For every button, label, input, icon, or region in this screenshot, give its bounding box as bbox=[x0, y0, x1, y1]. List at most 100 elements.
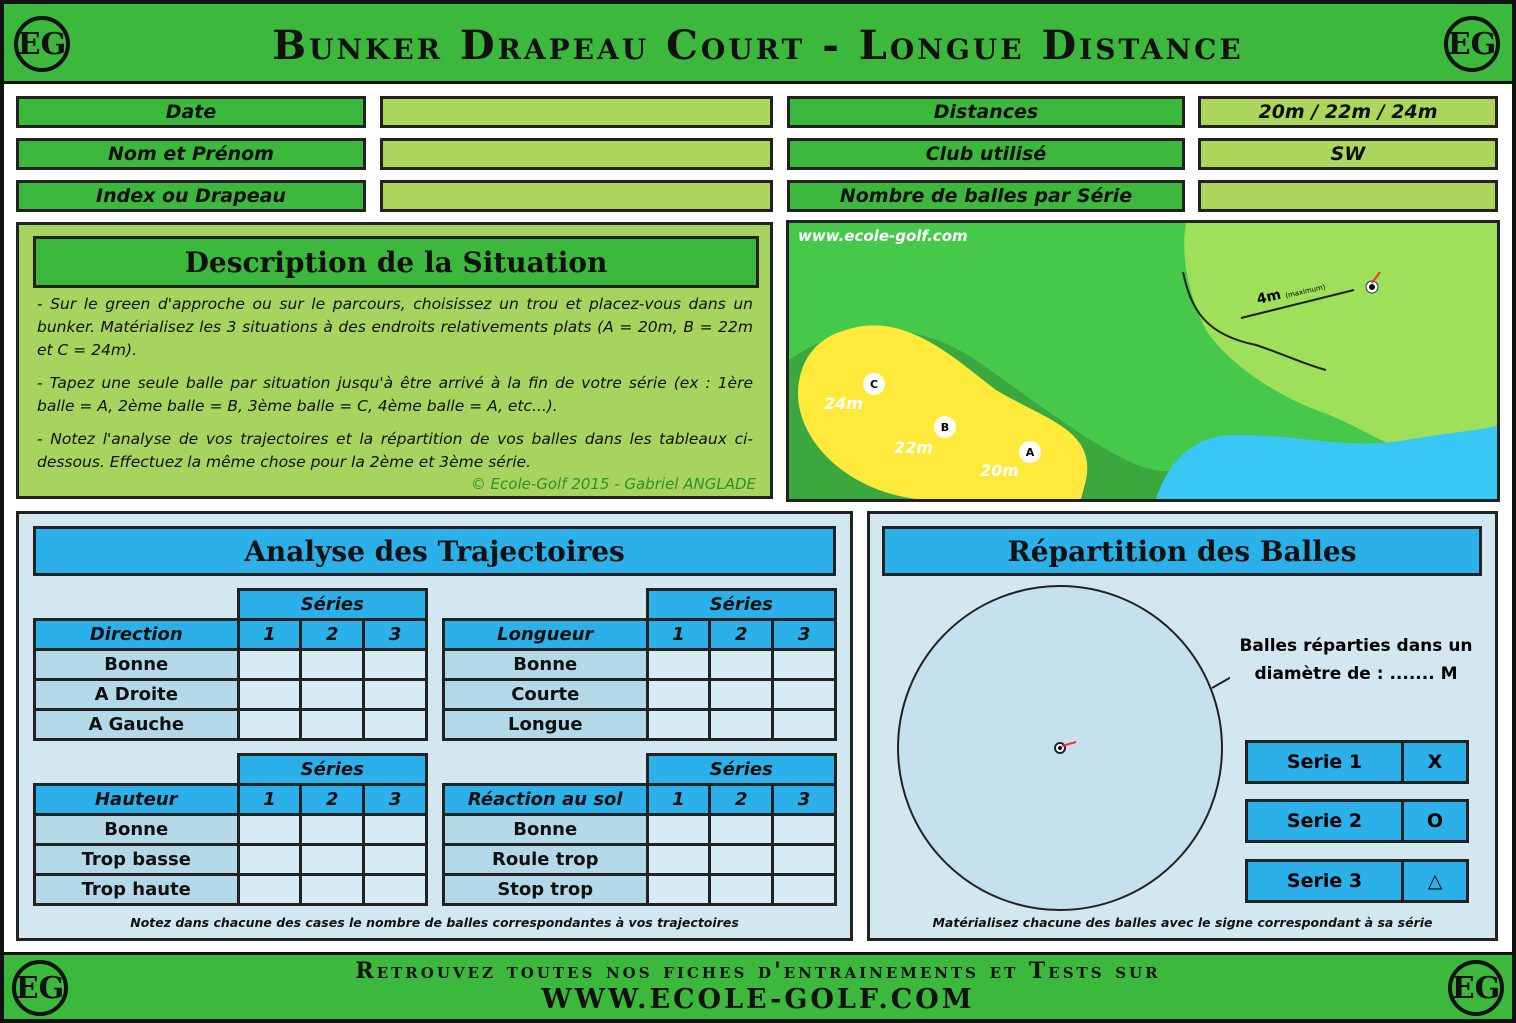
dist-b: 22m bbox=[894, 438, 933, 457]
count-cell[interactable] bbox=[236, 648, 303, 681]
balls-label: Nombre de balles par Série bbox=[787, 180, 1185, 212]
date-field[interactable] bbox=[380, 96, 773, 128]
point-c: C bbox=[870, 378, 878, 391]
water bbox=[1156, 425, 1497, 499]
description-title: Description de la Situation bbox=[33, 236, 759, 288]
series-header: Séries bbox=[236, 753, 428, 786]
copyright: © Ecole-Golf 2015 - Gabriel ANGLADE bbox=[470, 475, 756, 493]
series-col-header: 3 bbox=[771, 783, 837, 816]
logo-icon: EG bbox=[14, 16, 70, 72]
table-row: A Droite bbox=[33, 678, 428, 711]
logo-icon: EG bbox=[12, 960, 68, 1016]
count-cell[interactable] bbox=[362, 813, 428, 846]
count-cell[interactable] bbox=[645, 708, 712, 741]
hole-icon bbox=[1369, 284, 1375, 290]
serie-label: Serie 2 bbox=[1248, 802, 1404, 840]
count-cell[interactable] bbox=[362, 843, 428, 876]
count-cell[interactable] bbox=[299, 873, 366, 906]
table-row: Trop basse bbox=[33, 843, 428, 876]
count-cell[interactable] bbox=[299, 843, 366, 876]
footer-line-1: Retrouvez toutes nos fiches d'entraineme… bbox=[355, 958, 1161, 984]
count-cell[interactable] bbox=[236, 678, 303, 711]
count-cell[interactable] bbox=[299, 678, 366, 711]
count-cell[interactable] bbox=[645, 648, 712, 681]
count-cell[interactable] bbox=[708, 813, 775, 846]
count-cell[interactable] bbox=[771, 873, 837, 906]
count-cell[interactable] bbox=[708, 648, 775, 681]
count-cell[interactable] bbox=[771, 678, 837, 711]
row-label: Longue bbox=[442, 708, 649, 741]
repartition-title: Répartition des Balles bbox=[882, 526, 1482, 576]
analysis-note: Notez dans chacune des cases le nombre d… bbox=[130, 915, 739, 930]
description-paragraph: - Tapez une seule balle par situation ju… bbox=[37, 374, 753, 415]
distances-value[interactable]: 20m / 22m / 24m bbox=[1198, 96, 1498, 128]
target-circle[interactable] bbox=[890, 580, 1230, 920]
table-row: Trop haute bbox=[33, 873, 428, 906]
count-cell[interactable] bbox=[362, 648, 428, 681]
logo-icon: EG bbox=[1444, 16, 1500, 72]
table-header: Réaction au sol bbox=[442, 783, 649, 816]
row-label: A Gauche bbox=[33, 708, 240, 741]
count-cell[interactable] bbox=[236, 813, 303, 846]
row-label: Roule trop bbox=[442, 843, 649, 876]
series-col-header: 1 bbox=[236, 618, 303, 651]
row-label: Courte bbox=[442, 678, 649, 711]
name-field[interactable] bbox=[380, 138, 773, 170]
serie-2-legend: Serie 2 O bbox=[1245, 799, 1469, 843]
series-header: Séries bbox=[645, 753, 838, 786]
count-cell[interactable] bbox=[236, 843, 303, 876]
count-cell[interactable] bbox=[299, 708, 366, 741]
serie-symbol: △ bbox=[1427, 870, 1443, 892]
count-cell[interactable] bbox=[299, 813, 366, 846]
count-cell[interactable] bbox=[236, 708, 303, 741]
count-cell[interactable] bbox=[236, 873, 303, 906]
spacer bbox=[35, 755, 239, 785]
footer-link[interactable]: WWW.ECOLE-GOLF.COM bbox=[541, 984, 975, 1015]
row-label: A Droite bbox=[33, 678, 240, 711]
table-row: Roule trop bbox=[442, 843, 837, 876]
count-cell[interactable] bbox=[771, 843, 837, 876]
diameter-field[interactable]: diamètre de : ....... M bbox=[1254, 664, 1458, 684]
flag-icon bbox=[1371, 271, 1381, 284]
description-paragraph: - Sur le green d'approche ou sur le parc… bbox=[37, 295, 753, 359]
count-cell[interactable] bbox=[708, 873, 775, 906]
description-panel: Description de la Situation - Sur le gre… bbox=[16, 222, 773, 499]
count-cell[interactable] bbox=[645, 813, 712, 846]
count-cell[interactable] bbox=[708, 678, 775, 711]
serie-symbol: O bbox=[1426, 810, 1444, 832]
spacer bbox=[35, 590, 239, 620]
dist-a: 20m bbox=[980, 461, 1019, 480]
count-cell[interactable] bbox=[362, 873, 428, 906]
table-row: Courte bbox=[442, 678, 837, 711]
serie-label: Serie 1 bbox=[1248, 743, 1404, 781]
row-label: Bonne bbox=[33, 813, 240, 846]
count-cell[interactable] bbox=[708, 708, 775, 741]
club-value[interactable]: SW bbox=[1198, 138, 1498, 170]
spacer bbox=[444, 590, 648, 620]
series-header: Séries bbox=[645, 588, 838, 621]
count-cell[interactable] bbox=[645, 843, 712, 876]
series-col-header: 3 bbox=[362, 618, 428, 651]
count-cell[interactable] bbox=[362, 678, 428, 711]
count-cell[interactable] bbox=[771, 708, 837, 741]
club-label: Club utilisé bbox=[787, 138, 1185, 170]
index-field[interactable] bbox=[380, 180, 773, 212]
count-cell[interactable] bbox=[708, 843, 775, 876]
count-cell[interactable] bbox=[645, 873, 712, 906]
series-col-header: 1 bbox=[645, 618, 712, 651]
name-label: Nom et Prénom bbox=[16, 138, 366, 170]
serie-label: Serie 3 bbox=[1248, 862, 1404, 900]
count-cell[interactable] bbox=[362, 708, 428, 741]
count-cell[interactable] bbox=[771, 813, 837, 846]
count-cell[interactable] bbox=[645, 678, 712, 711]
distances-label: Distances bbox=[787, 96, 1185, 128]
table-header: Hauteur bbox=[33, 783, 240, 816]
row-label: Stop trop bbox=[442, 873, 649, 906]
count-cell[interactable] bbox=[299, 648, 366, 681]
series-header: Séries bbox=[236, 588, 429, 621]
balls-value[interactable] bbox=[1198, 180, 1498, 212]
count-cell[interactable] bbox=[771, 648, 837, 681]
